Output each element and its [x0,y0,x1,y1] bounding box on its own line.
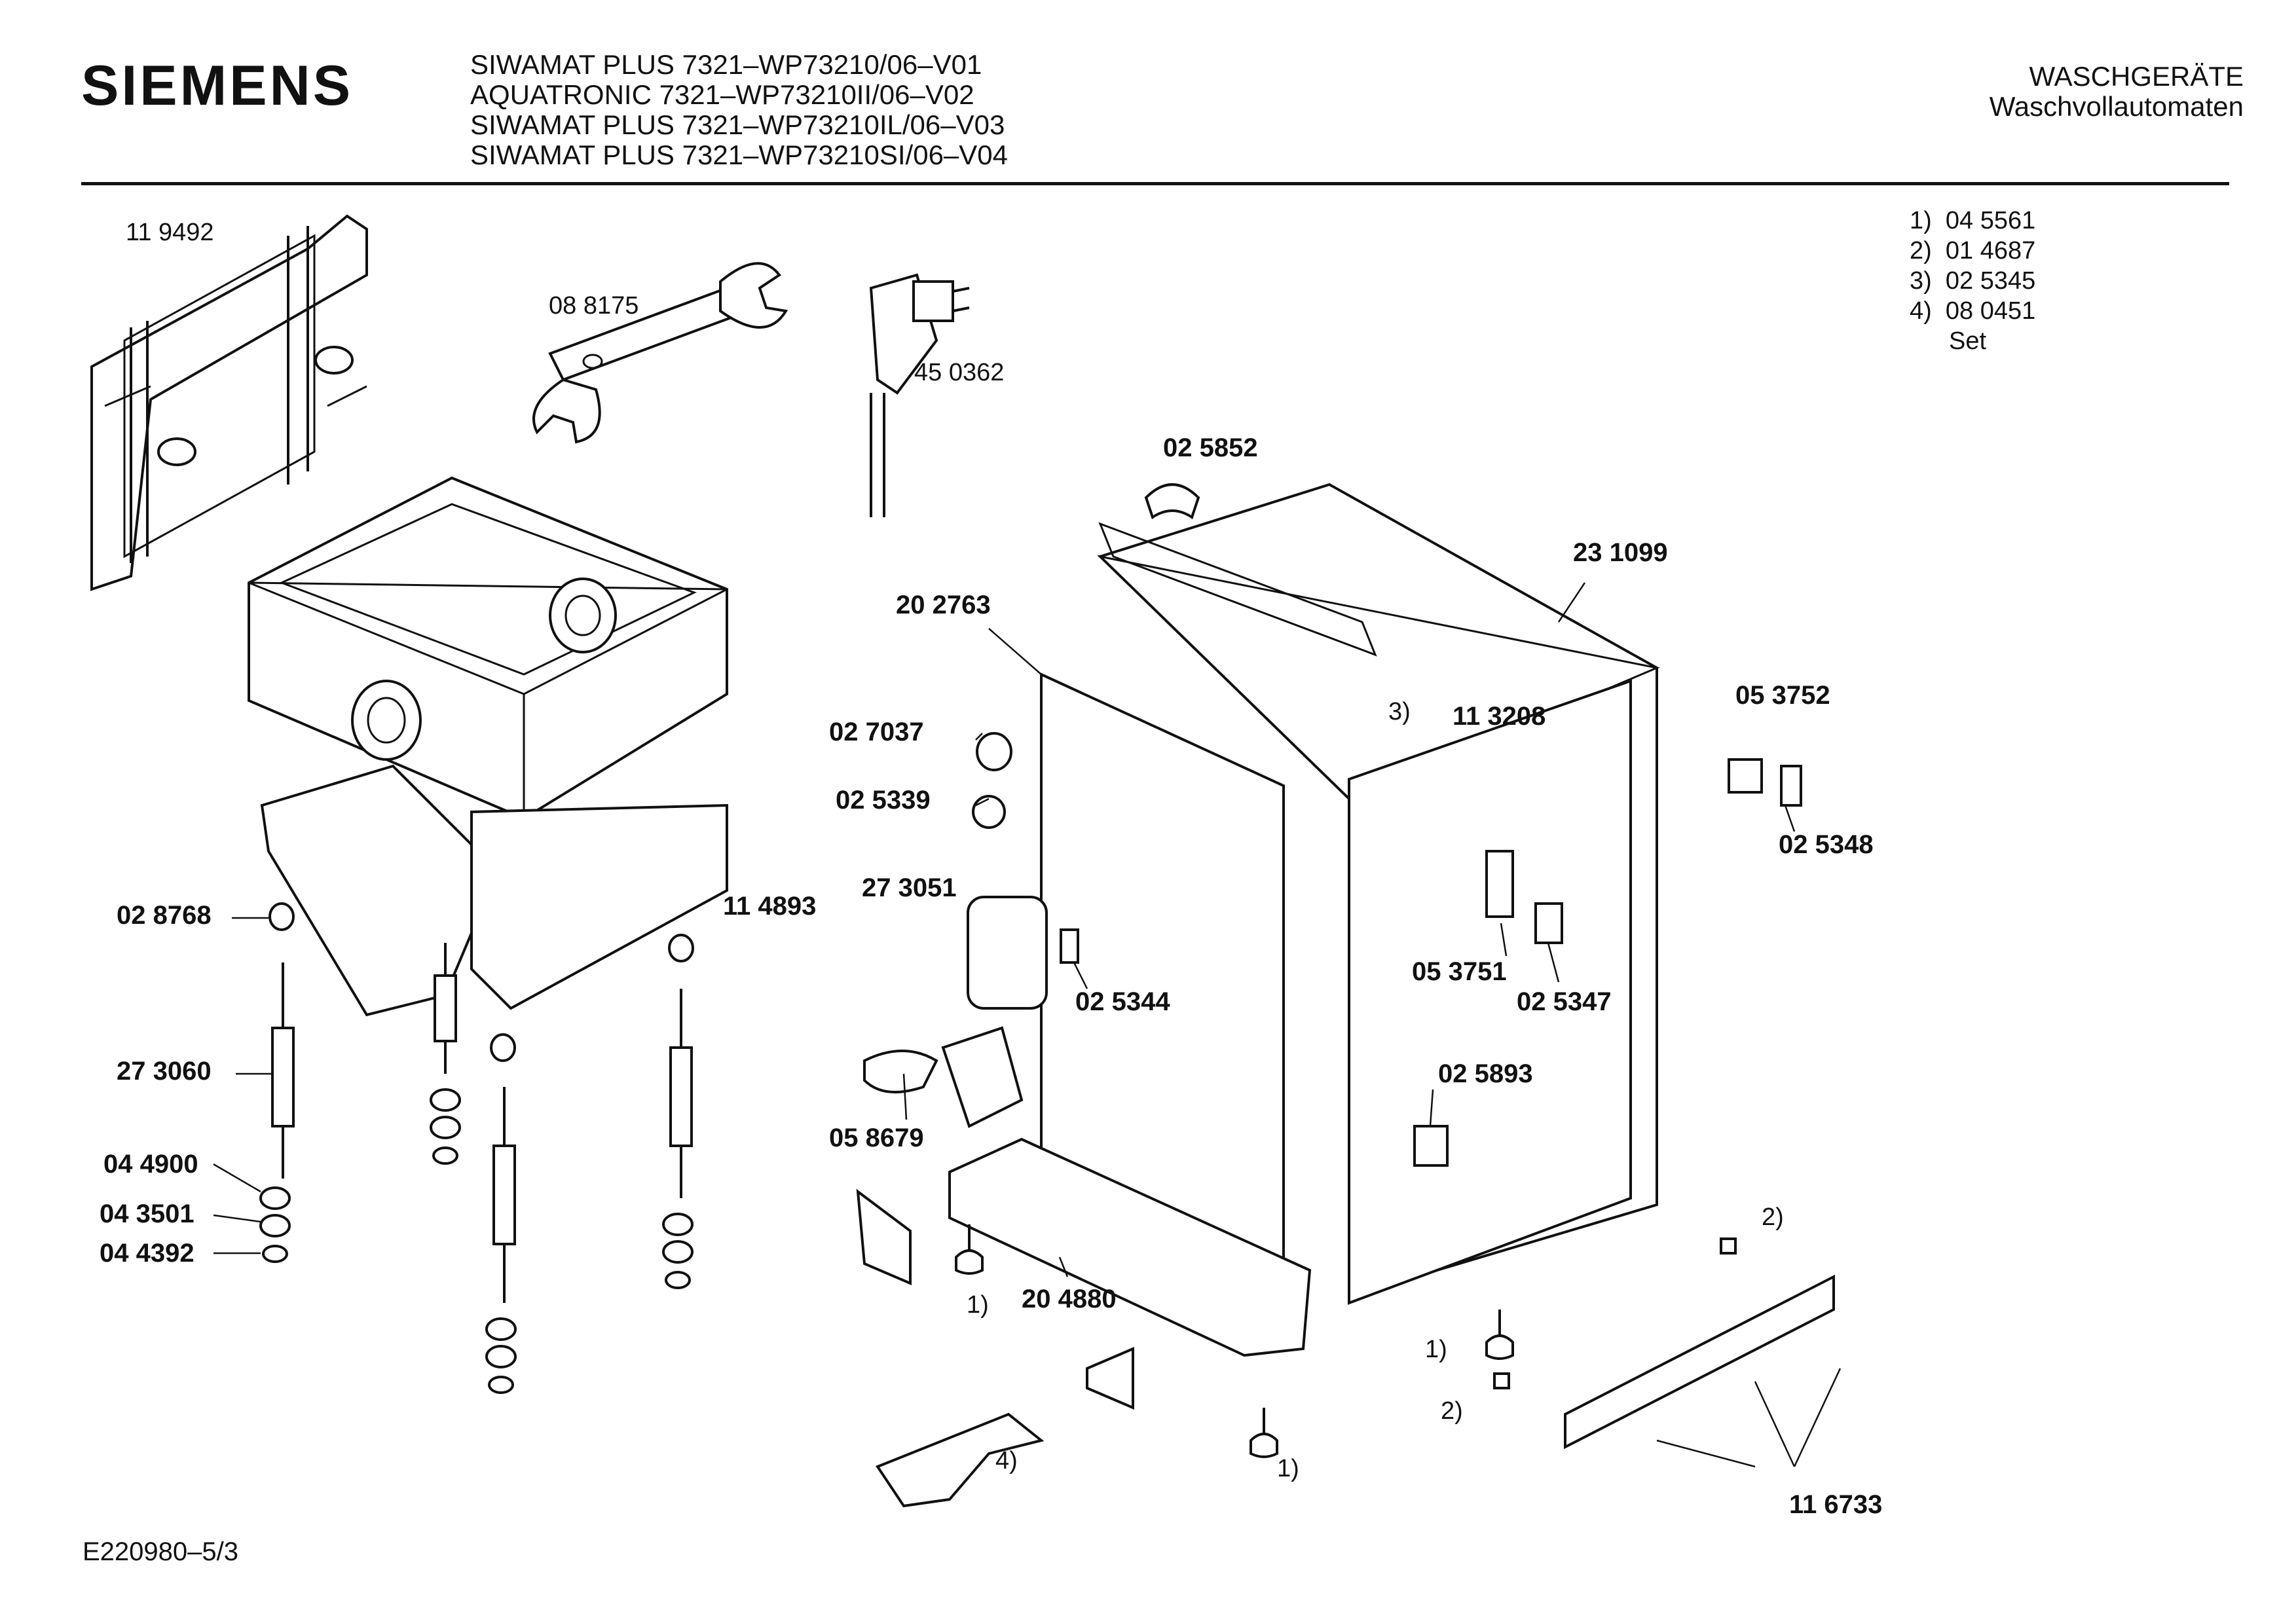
legend-item-set: Set [1949,327,1987,355]
model-line-2: AQUATRONIC 7321–WP73210II/06–V02 [470,79,974,110]
label-04-4900: 04 4900 [103,1150,198,1179]
legend-item-4: 4) 08 0451 [1910,297,2036,325]
label-02-7037: 02 7037 [829,718,924,746]
ref-marker-2-b: 2) [1441,1397,1463,1425]
label-ref-3: 3) [1388,698,1411,725]
label-04-3501: 04 3501 [100,1200,194,1228]
label-05-3752: 05 3752 [1735,681,1830,710]
label-11-4893: 11 4893 [723,892,817,921]
mains-cable [869,273,970,517]
label-02-5348: 02 5348 [1779,830,1874,859]
label-02-5893: 02 5893 [1438,1059,1533,1088]
ref-marker-1-b: 1) [1425,1336,1447,1363]
label-11-9492: 11 9492 [126,219,214,246]
tub-assembly [248,476,728,1017]
label-02-5852: 02 5852 [1163,433,1258,462]
label-27-3051: 27 3051 [862,873,957,902]
legend-item-2: 2) 01 4687 [1910,237,2036,265]
label-27-3060: 27 3060 [117,1057,212,1086]
leader-lines [213,582,1842,1468]
shock-absorbers [268,902,694,1303]
ref-marker-1-c: 1) [1277,1455,1299,1482]
label-02-5344: 02 5344 [1075,987,1170,1016]
label-23-1099: 23 1099 [1573,538,1668,567]
model-line-1: SIWAMAT PLUS 7321–WP73210/06–V01 [470,49,982,80]
label-05-3751: 05 3751 [1412,957,1507,986]
ref-marker-2-a: 2) [1762,1203,1784,1231]
label-02-5347: 02 5347 [1517,987,1612,1016]
legend-item-1: 1) 04 5561 [1910,207,2036,234]
label-05-8679: 05 8679 [829,1124,924,1152]
category-title: WASCHGERÄTE [2029,61,2244,92]
washer-stacks [259,1088,694,1394]
document-id: E220980–5/3 [83,1537,239,1566]
label-11-3208: 11 3208 [1453,702,1546,731]
header-rule [81,182,2229,185]
label-02-8768: 02 8768 [117,901,212,930]
cabinet [948,483,1661,1357]
ref-marker-1-a: 1) [967,1291,989,1319]
wrench [532,262,788,444]
label-04-4392: 04 4392 [100,1239,194,1268]
label-20-4880: 20 4880 [1022,1285,1117,1313]
ref-marker-4: 4) [995,1447,1018,1475]
small-parts [856,483,1835,1508]
brand-logo: SIEMENS [81,54,354,117]
category-subtitle: Waschvollautomaten [1989,91,2244,122]
model-line-4: SIWAMAT PLUS 7321–WP73210SI/06–V04 [470,139,1009,170]
label-08-8175: 08 8175 [549,292,639,320]
label-20-2763: 20 2763 [896,591,991,619]
legend-item-3: 3) 02 5345 [1910,267,2036,295]
mounting-frame [90,214,368,591]
label-11-6733: 11 6733 [1789,1490,1883,1519]
label-45-0362: 45 0362 [914,359,1005,386]
label-02-5339: 02 5339 [836,786,931,815]
model-line-3: SIWAMAT PLUS 7321–WP73210IL/06–V03 [470,109,1005,140]
